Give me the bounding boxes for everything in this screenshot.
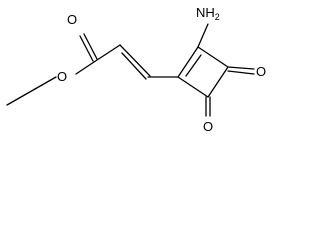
bond-o-ether-carbonyl-carbon bbox=[75, 61, 95, 75]
bond-ring-top-right bbox=[197, 46, 229, 68]
bond-carbonyl-double-1 bbox=[79, 35, 94, 62]
bond-carbonyl-double-2 bbox=[83, 33, 98, 60]
amine-label: NH2 bbox=[196, 5, 220, 22]
amine-nitrogen-label: N bbox=[196, 5, 205, 20]
structure-canvas: O O NH2 O O bbox=[6, 5, 267, 134]
ester-ether-oxygen-label: O bbox=[57, 69, 67, 84]
bond-alpha-beta-double-outer bbox=[119, 44, 151, 77]
molecule-structure-diagram: O O NH2 O O bbox=[6, 5, 266, 134]
ketone-oxygen-lower-label: O bbox=[203, 119, 213, 134]
ketone-oxygen-upper-label: O bbox=[256, 64, 266, 79]
amine-hydrogen-count: 2 bbox=[215, 12, 220, 22]
bond-ring-bottom-left bbox=[177, 76, 209, 98]
bond-ch2-o-ether bbox=[34, 76, 57, 90]
bond-ch3-ch2 bbox=[6, 88, 36, 106]
bond-ring-top-double-inner bbox=[185, 54, 202, 77]
amine-hydrogen-label: H bbox=[205, 5, 214, 20]
bond-alpha-beta-double-inner bbox=[121, 52, 147, 80]
ester-carbonyl-oxygen-label: O bbox=[67, 12, 77, 27]
bond-ring-nitrogen bbox=[197, 23, 209, 48]
bond-ketone-right-double-1 bbox=[227, 66, 255, 70]
bond-carbonyl-carbon-alpha bbox=[93, 44, 121, 63]
bond-ketone-right-double-2 bbox=[227, 70, 255, 75]
bond-ring-top-double-outer bbox=[177, 46, 199, 78]
bond-ring-right-bottom bbox=[207, 66, 229, 98]
